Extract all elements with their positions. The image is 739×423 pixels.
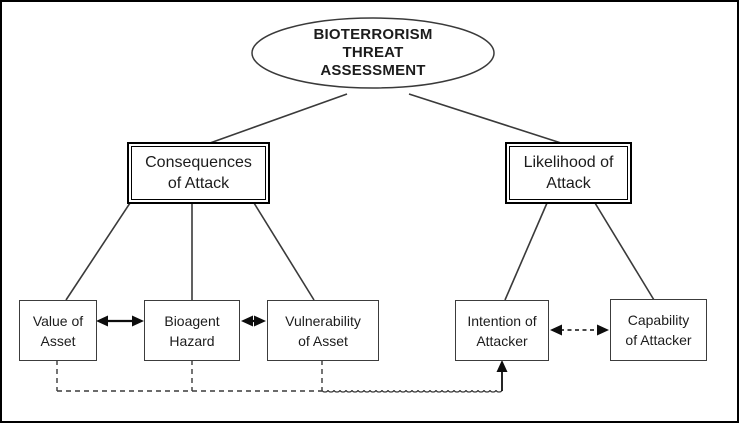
arrow-value-bioagent — [96, 315, 144, 327]
node-consequences-of-attack: Consequences of Attack — [127, 142, 270, 204]
node-consequences-label: Consequences of Attack — [131, 146, 266, 200]
edge-feedback-wavy — [321, 389, 503, 393]
edge-feedback-dashed — [56, 360, 323, 392]
edge-likelihood-to-children — [504, 202, 655, 301]
node-bioagent-hazard: Bioagent Hazard — [144, 300, 240, 361]
edge-root-to-branches — [209, 93, 562, 144]
node-capability-of-attacker: Capability of Attacker — [610, 299, 707, 361]
arrow-bioagent-vulnerability — [241, 315, 266, 327]
node-likelihood-of-attack: Likelihood of Attack — [505, 142, 632, 204]
node-root-label: BIOTERRORISM THREAT ASSESSMENT — [313, 26, 433, 79]
node-likelihood-label: Likelihood of Attack — [509, 146, 628, 200]
edge-consequences-to-children — [65, 202, 315, 301]
arrow-feedback-into-intention — [496, 360, 508, 391]
node-vulnerability-of-asset: Vulnerability of Asset — [267, 300, 379, 361]
arrow-intention-capability — [550, 324, 609, 336]
node-intention-of-attacker: Intention of Attacker — [455, 300, 549, 361]
root-ellipse-outline — [251, 17, 495, 89]
node-value-of-asset: Value of Asset — [19, 300, 97, 361]
